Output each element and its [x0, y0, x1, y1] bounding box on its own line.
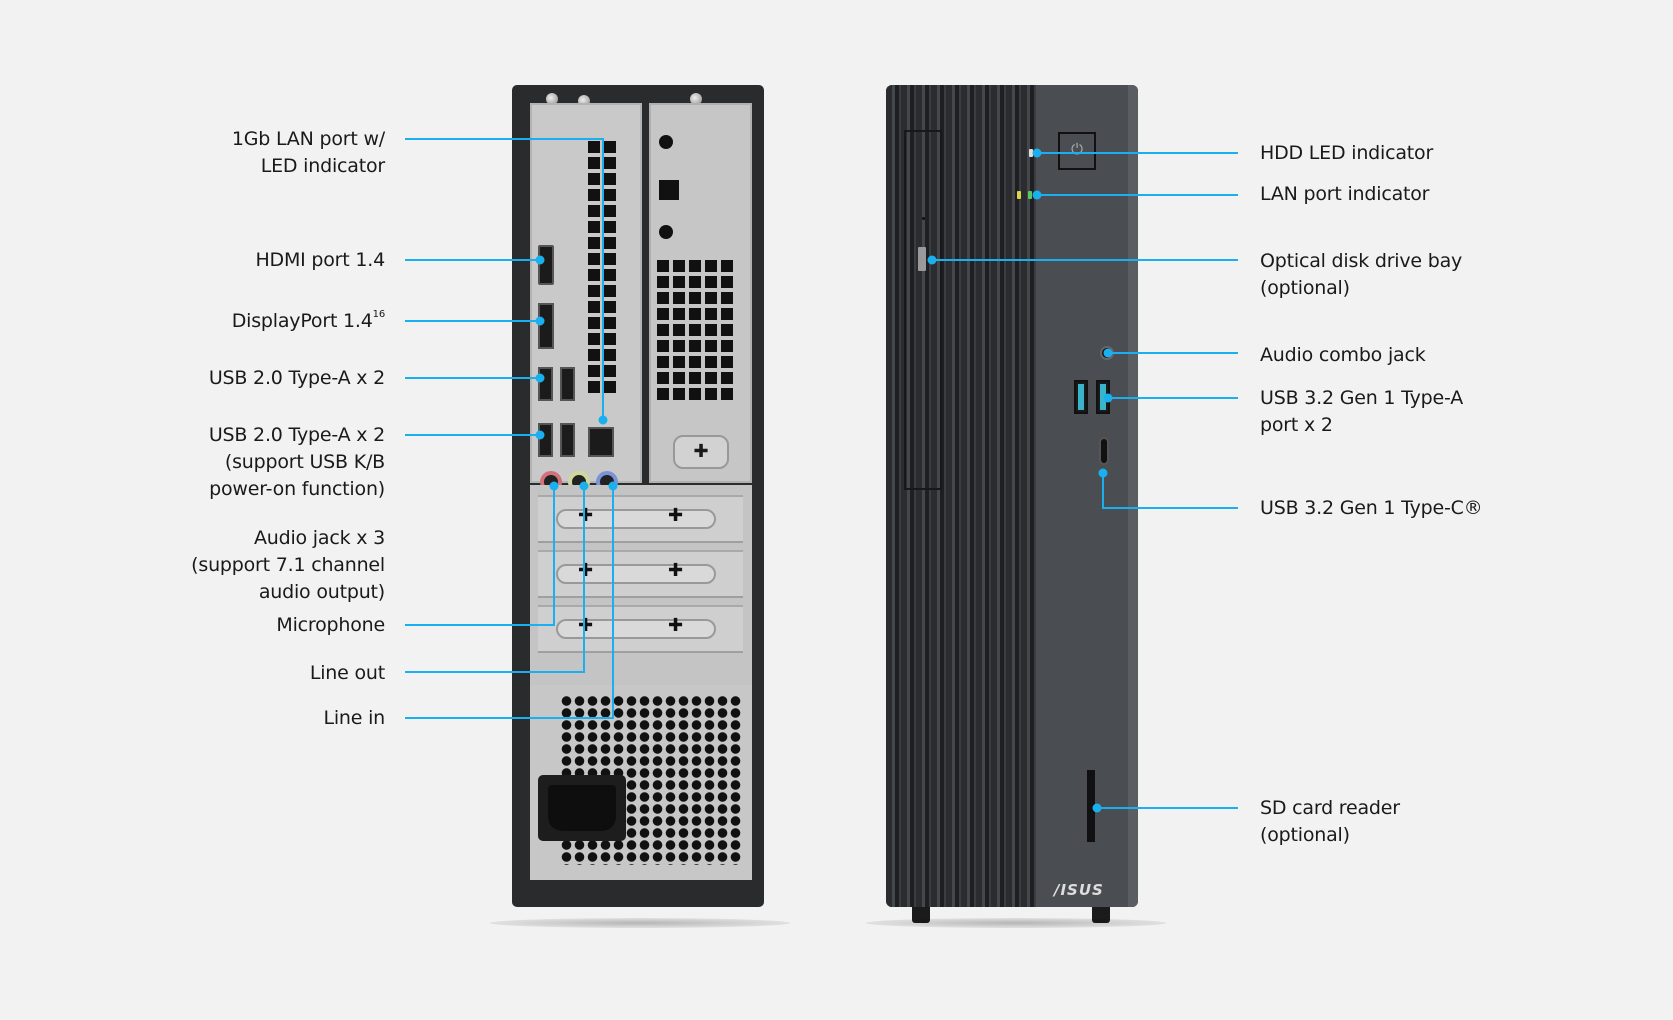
- label-line: HDD LED indicator: [1260, 142, 1434, 164]
- foot: [1092, 907, 1110, 923]
- usb32-a-port: [1096, 380, 1110, 414]
- usb20-port: [560, 367, 575, 401]
- rear-view-chassis: ✚ ✚ ✚ ✚ ✚ ✚ ✚: [512, 85, 764, 907]
- cross-icon: ✚: [693, 441, 709, 462]
- label-line: DisplayPort 1.4: [231, 310, 373, 332]
- label-lan-port: 1Gb LAN port w/ LED indicator: [232, 126, 385, 180]
- front-ribs: [886, 85, 1036, 907]
- io-shield: [530, 103, 642, 493]
- label-lan-indicator: LAN port indicator: [1260, 181, 1429, 208]
- expansion-slots: ✚ ✚ ✚ ✚ ✚ ✚: [530, 485, 752, 685]
- power-inlet: [538, 775, 626, 841]
- screw-icon: [690, 93, 702, 105]
- audio-combo-jack: [1100, 346, 1114, 360]
- label-hdd-led: HDD LED indicator: [1260, 140, 1433, 167]
- upper-vent-panel: ✚: [649, 103, 752, 483]
- sd-card-slot: [1087, 770, 1095, 842]
- io-vent: [588, 141, 616, 393]
- label-line: HDMI port 1.4: [255, 249, 385, 271]
- label-line: SD card reader: [1260, 797, 1400, 819]
- shadow: [866, 918, 1166, 928]
- chassis-vent: [657, 260, 733, 400]
- label-line: audio output): [258, 581, 385, 603]
- label-usb20-b: USB 2.0 Type-A x 2 (support USB K/B powe…: [209, 422, 385, 503]
- cross-icon: ✚: [668, 560, 684, 581]
- asus-logo: /ISUS: [1054, 881, 1104, 899]
- label-usb32-a: USB 3.2 Gen 1 Type-A port x 2: [1260, 385, 1463, 439]
- serial-port-cover: ✚: [673, 435, 729, 469]
- foot: [912, 907, 930, 923]
- expansion-slot: ✚ ✚: [538, 495, 743, 543]
- front-view-chassis: ⏻ /ISUS: [886, 85, 1138, 907]
- label-line: LED indicator: [260, 155, 385, 177]
- label-line: USB 3.2 Gen 1 Type-C®: [1260, 497, 1483, 519]
- power-icon: ⏻: [1071, 140, 1083, 158]
- label-line: Line out: [309, 662, 385, 684]
- label-line: Audio jack x 3: [253, 527, 385, 549]
- label-line: (support 7.1 channel: [191, 554, 385, 576]
- label-line-in: Line in: [323, 705, 385, 732]
- label-line: port x 2: [1260, 414, 1333, 436]
- label-line: USB 3.2 Gen 1 Type-A: [1260, 387, 1463, 409]
- label-sd-card: SD card reader (optional): [1260, 795, 1400, 849]
- label-line: Microphone: [276, 614, 385, 636]
- label-displayport: DisplayPort 1.416: [231, 308, 386, 335]
- label-line: USB 2.0 Type-A x 2: [208, 367, 385, 389]
- usb32-c-port: [1099, 437, 1109, 465]
- label-line: USB 2.0 Type-A x 2: [208, 424, 385, 446]
- label-line-out: Line out: [310, 660, 385, 687]
- optical-drive-bay: [904, 130, 942, 490]
- usb20-port: [538, 423, 553, 457]
- label-microphone: Microphone: [276, 612, 385, 639]
- label-hdmi-port: HDMI port 1.4: [255, 247, 385, 274]
- optical-eject-button[interactable]: [918, 247, 926, 271]
- cross-icon: ✚: [668, 615, 684, 636]
- screw-icon: [546, 93, 558, 105]
- label-line: LAN port indicator: [1260, 183, 1430, 205]
- power-button[interactable]: ⏻: [1058, 132, 1096, 170]
- cross-icon: ✚: [578, 505, 594, 526]
- cross-icon: ✚: [578, 560, 594, 581]
- label-line: 1Gb LAN port w/: [231, 128, 385, 150]
- cross-icon: ✚: [668, 505, 684, 526]
- expansion-slot: ✚ ✚: [538, 550, 743, 598]
- label-optical-drive: Optical disk drive bay (optional): [1260, 248, 1462, 302]
- expansion-slot: ✚ ✚: [538, 605, 743, 653]
- hdd-led: [1029, 149, 1033, 157]
- label-audio-jacks: Audio jack x 3 (support 7.1 channel audi…: [191, 525, 385, 606]
- label-line: (optional): [1260, 277, 1350, 299]
- label-line: power-on function): [209, 478, 385, 500]
- displayport-port: [538, 303, 554, 349]
- cross-icon: ✚: [578, 615, 594, 636]
- label-line: (support USB K/B: [224, 451, 385, 473]
- hdmi-port: [538, 245, 554, 285]
- label-usb32-c: USB 3.2 Gen 1 Type-C®: [1260, 495, 1483, 522]
- lan-led-green: [1028, 191, 1032, 199]
- usb32-a-port: [1074, 380, 1088, 414]
- power-supply: [530, 685, 752, 880]
- label-line: Audio combo jack: [1260, 344, 1426, 366]
- footnote-marker: 16: [372, 309, 386, 320]
- label-line: (optional): [1260, 824, 1350, 846]
- label-usb20-a: USB 2.0 Type-A x 2: [209, 365, 385, 392]
- lan-port: [588, 427, 614, 457]
- label-audio-combo: Audio combo jack: [1260, 342, 1426, 369]
- lan-led-yellow: [1017, 191, 1021, 199]
- usb20-port: [560, 423, 575, 457]
- shadow: [490, 918, 790, 928]
- usb20-port: [538, 367, 553, 401]
- label-line: Line in: [323, 707, 385, 729]
- label-line: Optical disk drive bay: [1260, 250, 1463, 272]
